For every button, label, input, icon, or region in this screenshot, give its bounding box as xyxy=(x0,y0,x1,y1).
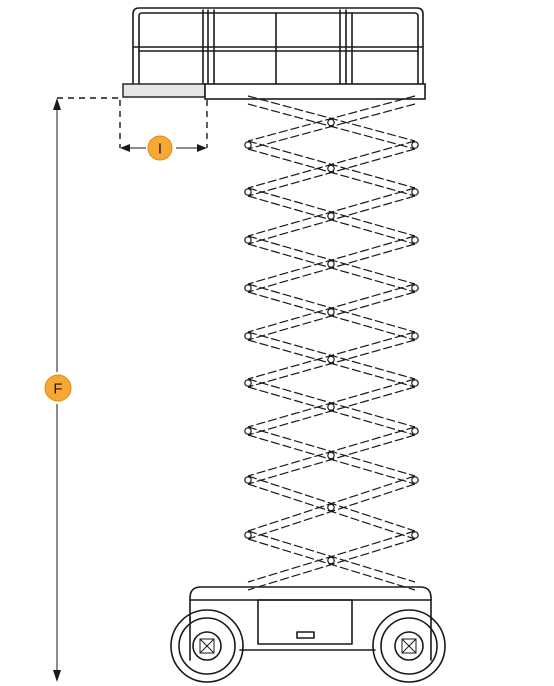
badge-i: I xyxy=(147,135,173,161)
arrow-down-icon xyxy=(53,670,61,682)
badge-i-label: I xyxy=(158,141,162,158)
platform-guardrail xyxy=(132,7,424,85)
badge-f: F xyxy=(44,374,72,402)
arrow-left-icon xyxy=(120,144,130,152)
chassis xyxy=(189,586,432,661)
arrow-up-icon xyxy=(53,98,61,110)
wheel-front xyxy=(170,609,244,683)
arrow-right-icon xyxy=(197,144,207,152)
wheel-rear xyxy=(372,609,446,683)
scissor-arms xyxy=(244,95,419,591)
badge-f-label: F xyxy=(53,381,62,398)
extension-dimension xyxy=(119,100,208,152)
height-dimension xyxy=(53,97,120,682)
platform-deck xyxy=(122,83,426,100)
